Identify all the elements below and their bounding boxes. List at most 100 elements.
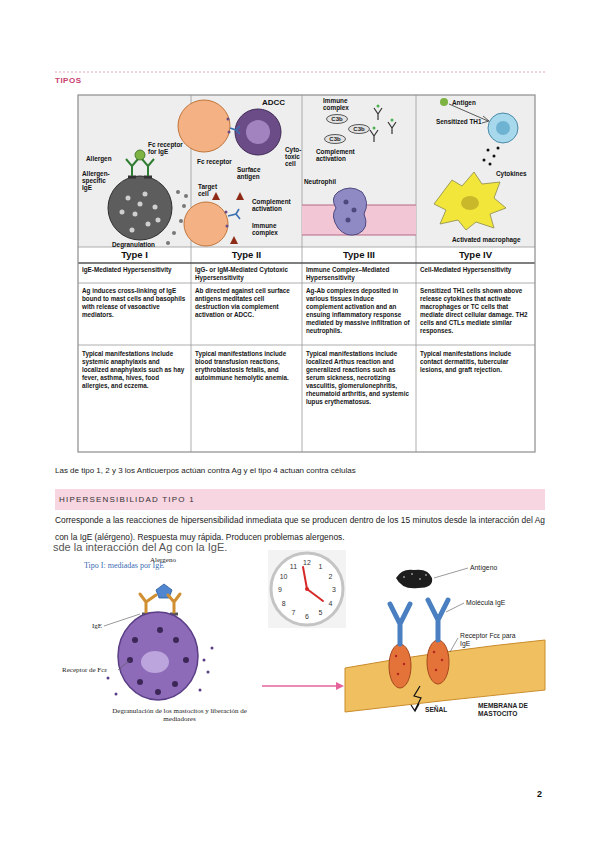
complement-fragment: C3b [348,124,370,134]
complement-fragment: C3b [324,134,346,144]
clock-number: 4 [328,599,332,606]
clock-number: 9 [278,586,282,593]
clock-number: 1 [319,562,323,569]
cytotoxic-cell [235,109,281,155]
ige-antibody [140,594,180,612]
banner-fill [55,489,545,510]
ige-antibody [126,159,154,176]
fc-receptor [427,640,449,684]
figure-label: Immune complex [323,97,368,111]
clock-face: 121234567891011 [268,550,346,628]
neutrophil-nucleus [346,202,354,220]
figure-label: Antigen [452,99,476,106]
figure-label: Surface antigen [237,166,267,180]
neutrophil [333,188,366,235]
manifestation-text: Typical manifestations include systemic … [82,350,187,390]
fc-receptor [389,644,411,688]
figure-label: Cytokines [496,170,527,177]
type-name: IgE-Mediated Hypersensitivity [82,266,187,274]
manifestation-text: Typical manifestations include blood tra… [195,350,298,382]
figure-label: Fc receptor for IgE [148,141,188,155]
mechanism-text: Ab directed against cell surface antigen… [195,287,298,319]
figure-label: SEÑAL [425,706,447,714]
clock-hands [303,567,323,601]
complement-triangle [212,192,244,244]
clock-number: 6 [305,613,309,620]
target-cell [178,100,230,152]
target-cell [184,202,228,246]
t-helper-cell [488,113,518,143]
figure-label: MEMBRANA DE MASTOCITO [478,702,548,718]
complement-oval [349,125,370,134]
figure-label: Receptor de Fcε [62,666,107,674]
table-frame [78,95,535,452]
figure-label: Allergen-specific IgE [82,170,116,191]
mast-cell [118,612,198,700]
mast-cell [108,176,172,240]
section-banner: HIPERSENSIBILIDAD TIPO 1 [55,489,545,510]
pink-arrow [262,685,337,686]
mechanism-text: Ag induces cross-linking of IgE bound to… [82,287,187,319]
figure-label: Fc receptor [197,158,232,165]
manifestation-text: Typical manifestations include localized… [306,350,412,406]
figure-label: Molécula IgE [466,599,505,607]
type-name: IgG- or IgM-Mediated Cytotoxic Hypersens… [195,266,298,282]
figure-label: IgE [92,622,102,630]
leader-line [434,568,468,652]
antigen [440,98,448,106]
mechanism-text: Sensitized TH1 cells shown above release… [420,287,531,335]
macrophage [434,172,506,230]
figure-label: Cyto- toxic cell [285,146,301,167]
type-label: Type III [306,250,412,260]
clock-number: 3 [332,586,336,593]
complement-oval [327,115,348,124]
figure-label: Receptor Fcε para IgE [460,632,520,648]
clock-pivot [305,587,309,591]
figure-label: Target cell [198,183,222,197]
mast-cell-nucleus [141,651,169,673]
figure-label: Activated macrophage [452,236,521,243]
mast-cell-membrane [345,640,545,712]
clock-number: 10 [280,572,288,579]
macrophage-nucleus [461,196,479,210]
antigen-dots [404,574,426,579]
pink-arrow-head [336,682,344,690]
receptor-dots [396,652,442,674]
mast-cell-granules [122,194,158,230]
figure-label: Allergen [86,155,112,162]
figure-label: Complement activation [252,198,300,212]
type-label: Type I [82,250,187,260]
manifestation-text: Typical manifestations include contact d… [420,350,531,374]
complement-fragment: C3b [326,114,348,124]
figure-label: Immune complex [252,222,292,236]
type-name: Cell-Mediated Hypersensitivity [420,266,531,274]
signal-arrow [411,686,421,711]
clock-number: 2 [328,572,332,579]
figure-label: Antígeno [470,564,497,572]
figure-label: Complement activation [316,148,366,162]
page-number: 2 [537,790,542,799]
clock-number: 7 [292,609,296,616]
clock-number: 11 [290,562,297,569]
body-text: Las de tipo 1, 2 y 3 los Anticuerpos act… [55,466,356,476]
figure-caption: Degranulación de los mastocitos y libera… [112,707,247,724]
clock-background [268,550,346,628]
type-label: Type IV [420,250,531,260]
table-rule [78,262,535,264]
antigen-blob [396,570,432,589]
mast-cell-granules [130,630,186,692]
complement-label: C3b [326,114,348,124]
section-heading: TIPOS [55,77,82,85]
leader-line [104,614,140,670]
released-mediators [108,648,212,694]
type-label: Type II [195,250,298,260]
clock-number: 8 [282,599,286,606]
surface-antigen [226,119,229,226]
mechanism-text: Ag-Ab complexes deposited in various tis… [306,287,412,335]
immune-complex [370,108,396,142]
figure-label: Degranulation [112,241,155,248]
dashed-rule [55,72,545,73]
type-name: Immune Complex–Mediated Hypersensitivity [306,266,412,282]
